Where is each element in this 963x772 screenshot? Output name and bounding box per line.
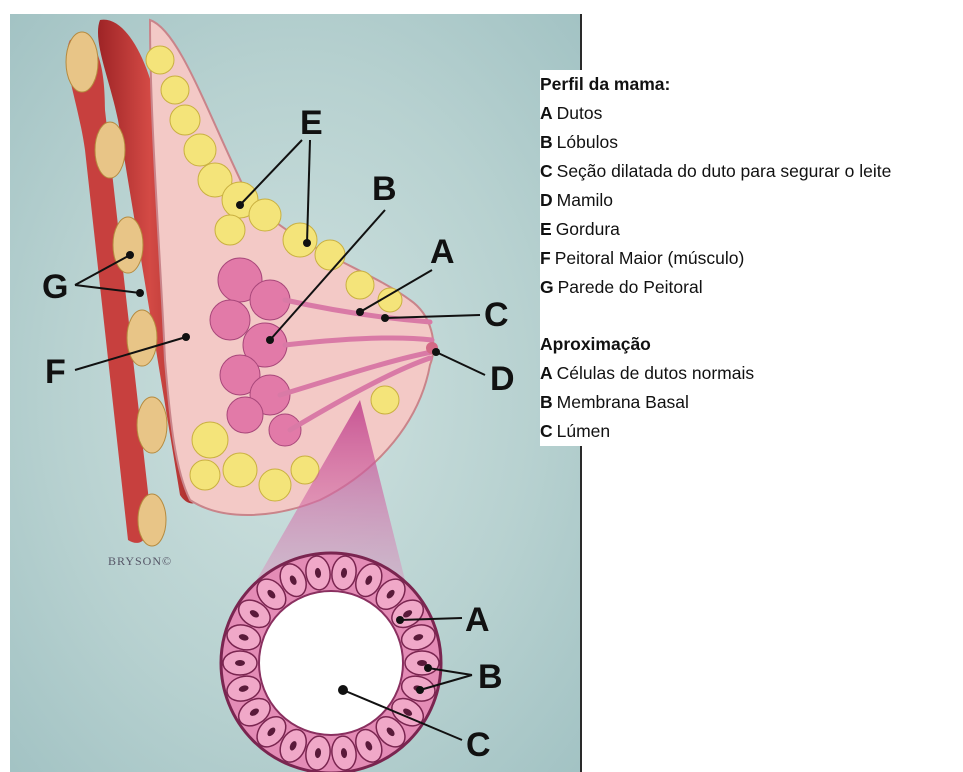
legend-zoom-item-text: Lúmen (557, 421, 611, 441)
legend-profile-item-letter: F (540, 248, 551, 268)
zoom-callout-a: A (465, 601, 490, 639)
legend-profile-item-letter: B (540, 132, 553, 152)
zoom-callout-b: B (478, 658, 503, 696)
callout-g: G (42, 268, 68, 306)
legend-profile-item-text: Peitoral Maior (músculo) (555, 248, 745, 268)
callout-d: D (490, 360, 515, 398)
callout-c: C (484, 296, 509, 334)
lumen (259, 591, 403, 735)
legend-profile-item-text: Parede do Peitoral (558, 277, 703, 297)
zoom-callout-c: C (466, 726, 491, 764)
cell-nucleus (235, 660, 245, 666)
artist-signature: BRYSON© (108, 554, 172, 568)
legend-zoom-item-letter: A (540, 363, 553, 383)
callout-a: A (430, 233, 455, 271)
legend-profile-item-text: Lóbulos (557, 132, 618, 152)
callout-f: F (45, 353, 66, 391)
legend-profile-item-letter: E (540, 219, 552, 239)
duct-cross-section (221, 553, 441, 772)
legend-profile-item-text: Gordura (556, 219, 620, 239)
legend-profile-item-text: Mamilo (557, 190, 613, 210)
legend-zoom-title: Aproximação (540, 330, 950, 359)
legend-profile-title: Perfil da mama: (540, 70, 950, 99)
legend-profile-item-text: Seção dilatada do duto para segurar o le… (557, 161, 892, 181)
callout-b: B (372, 170, 397, 208)
legend-zoom-item-letter: B (540, 392, 553, 412)
legend-profile-item-letter: A (540, 103, 553, 123)
legend-profile-item-text: Dutos (557, 103, 603, 123)
legend-zoom-item-text: Células de dutos normais (557, 363, 754, 383)
callout-e: E (300, 104, 323, 142)
legend-zoom-item-letter: C (540, 421, 553, 441)
legend-profile-item-letter: G (540, 277, 554, 297)
legend-zoom-item-text: Membrana Basal (557, 392, 689, 412)
legend-profile-item-letter: C (540, 161, 553, 181)
legend-profile-item-letter: D (540, 190, 553, 210)
